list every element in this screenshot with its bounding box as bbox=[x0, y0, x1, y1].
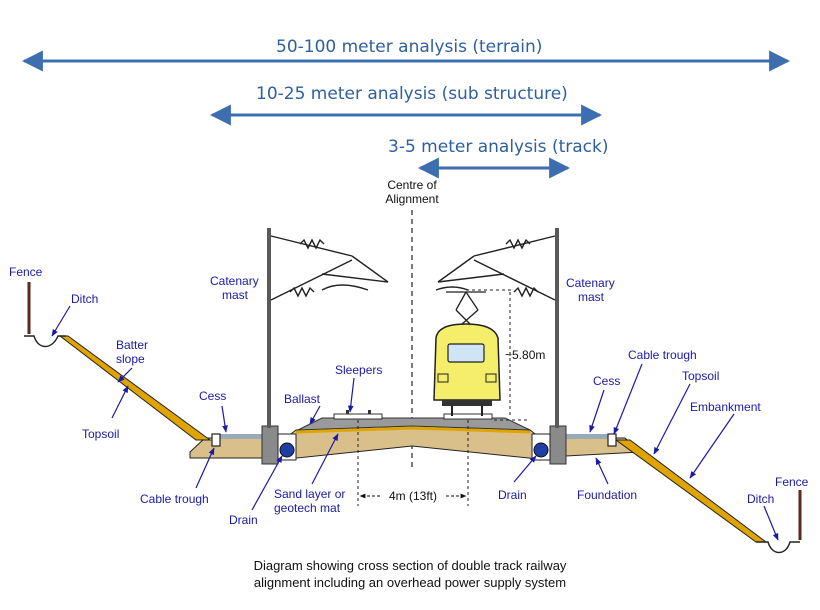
cable-trough-left bbox=[211, 433, 221, 447]
leader-embankment bbox=[689, 413, 735, 479]
leader-ballast bbox=[309, 405, 321, 425]
drain-right-label: Drain bbox=[498, 488, 527, 502]
leader-topsoil-right bbox=[653, 383, 691, 455]
sleeper-right bbox=[443, 413, 493, 420]
embankment-right bbox=[614, 439, 768, 543]
cantilever-left bbox=[270, 235, 389, 301]
sand-layer bbox=[295, 426, 531, 434]
leader-cable-trough-right bbox=[613, 363, 643, 435]
catenary-left-label-line1: Catenary bbox=[210, 274, 259, 288]
caption-line1: Diagram showing cross section of double … bbox=[253, 558, 567, 573]
catenary-right-label-line1: Catenary bbox=[566, 276, 615, 290]
catenary-left-label-line2: mast bbox=[222, 288, 249, 302]
batter-label-line1: Batter bbox=[116, 338, 149, 352]
ditch-right-label: Ditch bbox=[747, 492, 775, 506]
embankment-label: Embankment bbox=[690, 400, 761, 414]
sand-layer-label-line1: Sand layer or bbox=[274, 487, 346, 501]
centre-label-line1: Centre of bbox=[387, 178, 437, 192]
foundation-right bbox=[549, 425, 567, 465]
fence-right-label: Fence bbox=[775, 475, 809, 489]
topsoil-right-label: Topsoil bbox=[682, 369, 720, 383]
train-outline bbox=[433, 323, 501, 416]
sub-structure-range-label: 10-25 meter analysis (sub structure) bbox=[256, 84, 568, 104]
cess-right-label: Cess bbox=[593, 374, 621, 388]
centre-label-line2: Alignment bbox=[385, 192, 439, 206]
drain-left-label: Drain bbox=[229, 513, 258, 527]
leader-ditch-left bbox=[51, 305, 71, 337]
leader-topsoil-left bbox=[111, 385, 129, 419]
height-label: ~5.80m bbox=[505, 348, 546, 362]
ballast-label: Ballast bbox=[284, 392, 321, 406]
catenary-right-label-line2: mast bbox=[578, 290, 605, 304]
leader-foundation bbox=[595, 457, 609, 485]
fence-left-label: Fence bbox=[9, 265, 43, 279]
sleeper-left bbox=[333, 413, 383, 420]
leader-drain-right bbox=[513, 455, 537, 483]
cable-trough-right-label: Cable trough bbox=[628, 348, 697, 362]
leader-drain-left bbox=[251, 455, 283, 511]
sand-layer-label-line2: geotech mat bbox=[274, 501, 341, 515]
leader-sand-layer bbox=[311, 433, 339, 485]
terrain-range-label: 50-100 meter analysis (terrain) bbox=[276, 37, 543, 57]
leader-cable-trough-left bbox=[195, 447, 215, 489]
caption-line2: alignment including an overhead power su… bbox=[253, 575, 567, 590]
foundation-left bbox=[261, 425, 279, 465]
cess-left-label: Cess bbox=[199, 389, 227, 403]
cable-trough-left-label: Cable trough bbox=[140, 492, 209, 506]
rail-left-b bbox=[368, 410, 371, 414]
cantilever-right bbox=[435, 235, 556, 301]
pantograph bbox=[446, 291, 486, 325]
leader-cess-left bbox=[221, 405, 228, 433]
leader-ditch-right bbox=[763, 505, 779, 541]
cable-trough-right bbox=[607, 433, 617, 447]
cess-right bbox=[566, 434, 610, 439]
soil-body bbox=[189, 437, 263, 459]
drain-pipe-left bbox=[279, 442, 295, 458]
cess-left bbox=[220, 434, 262, 439]
leader-batter-slope bbox=[117, 367, 133, 383]
sleepers-label: Sleepers bbox=[335, 363, 383, 377]
track-range-label: 3-5 meter analysis (track) bbox=[388, 137, 609, 157]
rail-left-a bbox=[346, 410, 349, 414]
topsoil-left-label: Topsoil bbox=[82, 427, 120, 441]
leader-sleepers bbox=[347, 377, 355, 413]
leader-cess-right bbox=[589, 389, 605, 433]
track-gap-label: 4m (13ft) bbox=[388, 489, 437, 503]
foundation-label: Foundation bbox=[577, 488, 638, 502]
ballast bbox=[297, 417, 531, 431]
ditch-left-label: Ditch bbox=[71, 292, 99, 306]
drain-pipe-right bbox=[533, 442, 549, 458]
ditch-left bbox=[24, 335, 66, 348]
batter-label-line2: slope bbox=[116, 352, 145, 366]
ditch-right bbox=[756, 541, 800, 554]
